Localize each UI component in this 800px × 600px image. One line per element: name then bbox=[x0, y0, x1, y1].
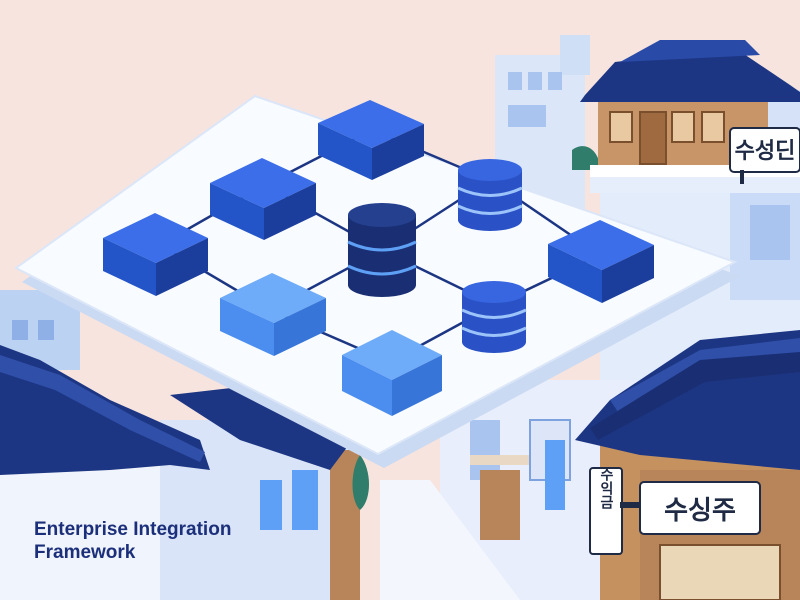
caption-line-2: Framework bbox=[34, 542, 136, 563]
database-icon-top bbox=[457, 159, 523, 231]
node-cube-light-bottom bbox=[342, 330, 442, 416]
caption-line-1: Enterprise Integration bbox=[34, 519, 232, 540]
sign-bottom-right-text: 수싱주 bbox=[664, 496, 736, 526]
caption: Enterprise Integration Framework bbox=[34, 518, 231, 564]
sign-vertical: 수익금 bbox=[589, 467, 646, 555]
node-cube-right bbox=[548, 220, 654, 303]
node-cube-light-center bbox=[220, 273, 326, 356]
street bbox=[380, 480, 520, 600]
node-cube-left-upper bbox=[210, 158, 316, 240]
node-cube-left bbox=[103, 213, 208, 296]
database-icon-bottom bbox=[461, 281, 527, 353]
database-icon-center bbox=[347, 203, 417, 297]
sign-bottom-right: 수싱주 bbox=[639, 481, 761, 535]
sign-top-right: 수성딘 bbox=[729, 127, 800, 184]
node-cube-top bbox=[318, 100, 424, 180]
left-buildings bbox=[0, 290, 369, 600]
sign-top-right-text: 수성딘 bbox=[735, 139, 796, 164]
sign-vertical-text: 수익금 bbox=[598, 467, 614, 510]
